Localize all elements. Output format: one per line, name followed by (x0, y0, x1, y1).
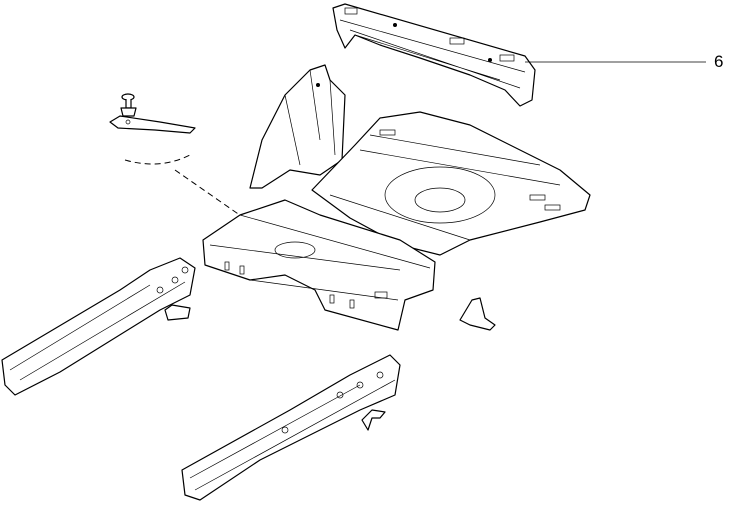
right-side-sill (181, 354, 401, 501)
small-block (164, 304, 191, 321)
clip (361, 409, 386, 431)
dashed-leader (174, 169, 291, 251)
rear-upper-crossmember (332, 3, 536, 107)
rear-floor-pan (311, 111, 591, 256)
wheel-arch-panel (249, 64, 346, 189)
callout-label-6: 6 (714, 52, 724, 71)
bracket-plate (109, 115, 196, 134)
center-floor-panel (202, 199, 436, 331)
left-side-sill (1, 257, 196, 396)
small-bracket (459, 297, 496, 331)
bolt (120, 93, 137, 117)
dashed-arc (124, 154, 191, 165)
